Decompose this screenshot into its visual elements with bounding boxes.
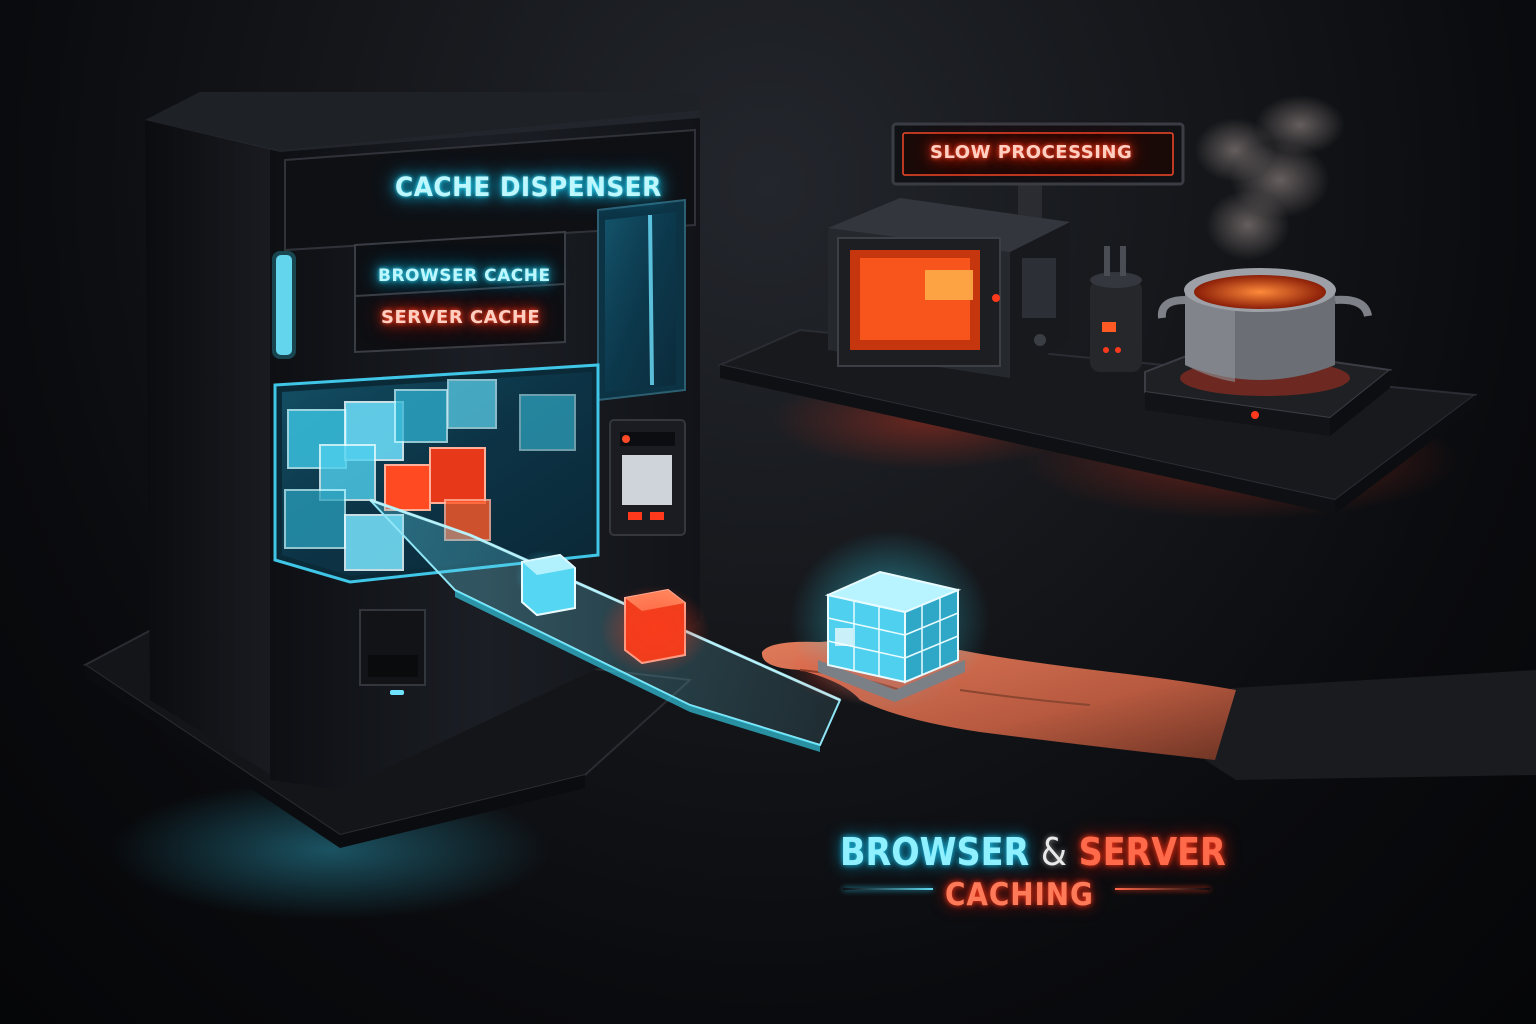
cache-dispenser-sign: CACHE DISPENSER [395,172,662,203]
main-title: BROWSER & SERVER [840,830,1226,874]
title-divider-left [843,888,933,890]
sign-post [1018,180,1042,220]
title-ampersand: & [1040,830,1067,874]
title-browser: BROWSER [840,830,1030,874]
tray-cube-cyan [515,550,576,617]
kitchen-counter [716,328,1478,514]
tray-cube-red [600,585,710,675]
microwave [828,198,1070,378]
keypad-panel [609,419,686,536]
cooking-pot [1157,268,1372,382]
slow-processing-sign [891,122,1185,186]
slow-processing-label: SLOW PROCESSING [930,142,1133,163]
title-server: SERVER [1078,830,1226,874]
side-window [597,198,686,402]
cached-cubes-display [284,379,576,571]
held-cache-cube [790,530,990,710]
browser-cache-label: BROWSER CACHE [378,266,551,286]
server-cache-panel [354,282,566,354]
title-caching: CACHING [945,877,1094,913]
server-cache-label: SERVER CACHE [381,307,541,328]
side-light-strip [276,255,292,355]
lower-panel [359,609,426,695]
steam [1195,95,1345,260]
title-divider-right [1115,888,1210,890]
pressure-gadget [1090,246,1142,372]
